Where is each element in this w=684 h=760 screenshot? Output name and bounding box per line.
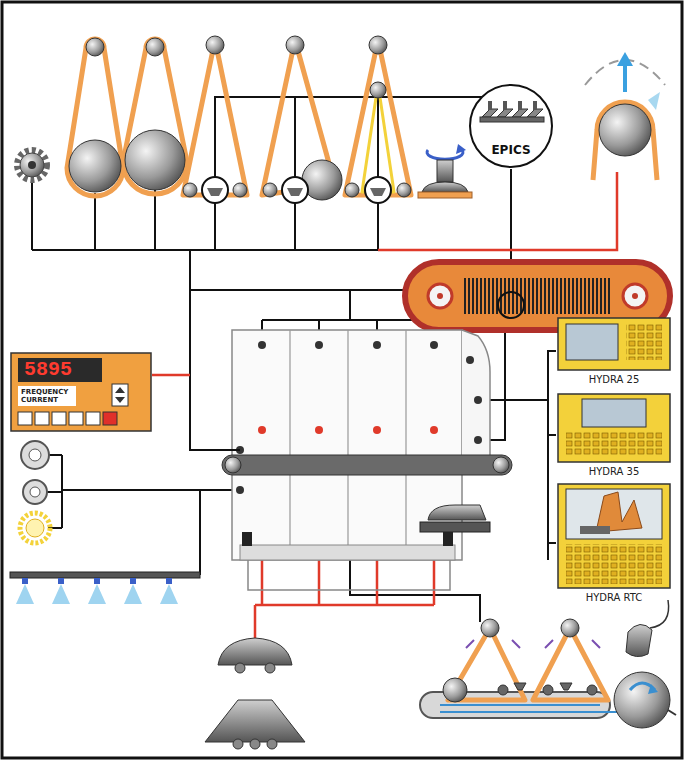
node-label: EPICS (491, 143, 530, 157)
control-button (52, 412, 66, 425)
hydra-terminal-shape (556, 482, 672, 604)
node-label: HYDRA 35 (589, 465, 640, 478)
suction-head (503, 101, 507, 110)
node-label: HYDRA RTC (586, 591, 643, 604)
bus-connector (548, 351, 556, 435)
suction-head (527, 109, 543, 117)
suction-head (518, 101, 522, 110)
node-label: 5895 (18, 358, 102, 382)
panel-screen (566, 489, 662, 539)
epics-outline (470, 85, 552, 167)
arrow-buttons (115, 387, 125, 403)
control-button (103, 412, 117, 425)
suction-head (533, 101, 537, 110)
suction-head (488, 101, 492, 110)
panel-body (558, 484, 670, 588)
panel-screen (566, 324, 618, 360)
hydra-terminal: HYDRA RTC (556, 482, 672, 604)
control-button (18, 412, 32, 425)
arrow-buttons (112, 384, 128, 406)
bus-connector (548, 435, 556, 543)
suction-bar (480, 117, 544, 122)
suction-head (512, 109, 528, 117)
panel-keys (626, 324, 662, 360)
hydra-terminal: HYDRA 35 (556, 392, 672, 478)
epics-circle: EPICS (468, 83, 554, 169)
control-button (86, 412, 100, 425)
frequency-controller: 5895FREQUENCY CURRENT (10, 352, 152, 432)
node-sublabel: FREQUENCY CURRENT (18, 386, 76, 406)
hydra-terminal: HYDRA 25 (556, 316, 672, 386)
control-button (35, 412, 49, 425)
control-button (69, 412, 83, 425)
panel-body (558, 394, 670, 462)
panel-screen (582, 399, 646, 427)
screen-image (580, 526, 610, 534)
panel-body (558, 318, 670, 370)
controller-housing (11, 353, 151, 431)
suction-head (497, 109, 513, 117)
hydra-terminal-shape (556, 392, 672, 478)
node-label: HYDRA 25 (589, 373, 640, 386)
panel-keys (566, 544, 662, 584)
panel-keys (566, 432, 662, 456)
suction-head (482, 109, 498, 117)
